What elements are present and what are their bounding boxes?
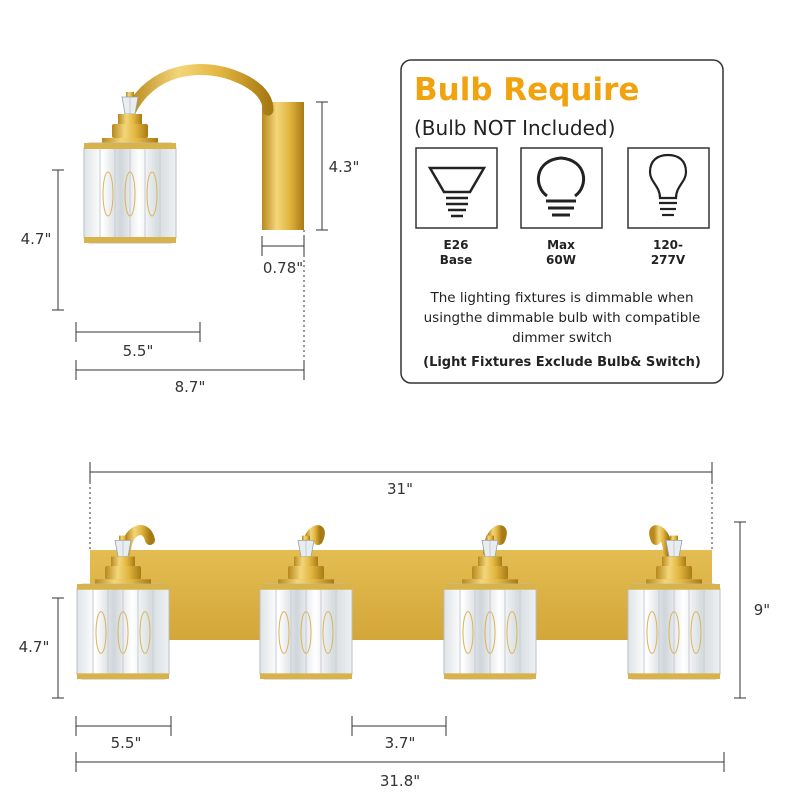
max-60w-bulb-icon (520, 147, 603, 229)
bulb-subtitle: (Bulb NOT Included) (414, 116, 615, 140)
vanity-height-label: 9" (754, 601, 770, 619)
shade-gap-label: 3.7" (385, 734, 416, 752)
vanity-dimension-labels: 31" 9" 4.7" 5.5" 3.7" 31.8" (19, 480, 771, 790)
vanity-dimensions (52, 462, 746, 772)
bulb-2-label-line1: Max (547, 238, 575, 252)
backplate-depth-label: 0.78" (263, 259, 303, 277)
shade-height-label: 4.7" (21, 230, 52, 248)
vanity-arms (121, 525, 673, 557)
arm-height-label: 4.3" (329, 158, 360, 176)
bulb-3-label-line2: 277V (651, 253, 686, 267)
single-fixture-dimensions (52, 101, 328, 380)
description-line-2: usingthe dimmable bulb with compatible (424, 310, 701, 326)
curved-arm (124, 63, 274, 118)
total-depth-label: 8.7" (175, 378, 206, 396)
vanity-shade-width-label: 5.5" (111, 734, 142, 752)
backplate (262, 102, 304, 230)
voltage-bulb-icon (627, 147, 710, 229)
crystal-shade (83, 91, 177, 244)
plate-width-label: 31" (387, 480, 413, 498)
total-width-label: 31.8" (380, 772, 420, 790)
single-fixture-illustration (83, 63, 304, 244)
vanity-backplate (90, 550, 712, 640)
description-line-1: The lighting fixtures is dimmable when (429, 290, 693, 306)
exclusion-note: (Light Fixtures Exclude Bulb& Switch) (423, 355, 701, 370)
shade-width-label: 5.5" (123, 342, 154, 360)
e26-base-bulb-icon (415, 147, 498, 229)
bulb-1-label-line2: Base (440, 253, 473, 267)
bulb-info-panel: Bulb Require (Bulb NOT Included) (400, 59, 724, 384)
bulb-3-label-line1: 120- (653, 238, 683, 252)
bulb-title: Bulb Require (414, 72, 639, 108)
vanity-shade-height-label: 4.7" (19, 638, 50, 656)
bulb-1-label-line1: E26 (444, 238, 469, 252)
bulb-2-label-line2: 60W (546, 253, 576, 267)
single-fixture-dimension-labels: 4.7" 4.3" 0.78" 5.5" 8.7" (21, 158, 360, 396)
description-line-3: dimmer switch (512, 330, 612, 346)
vanity-bar-illustration (76, 525, 721, 680)
